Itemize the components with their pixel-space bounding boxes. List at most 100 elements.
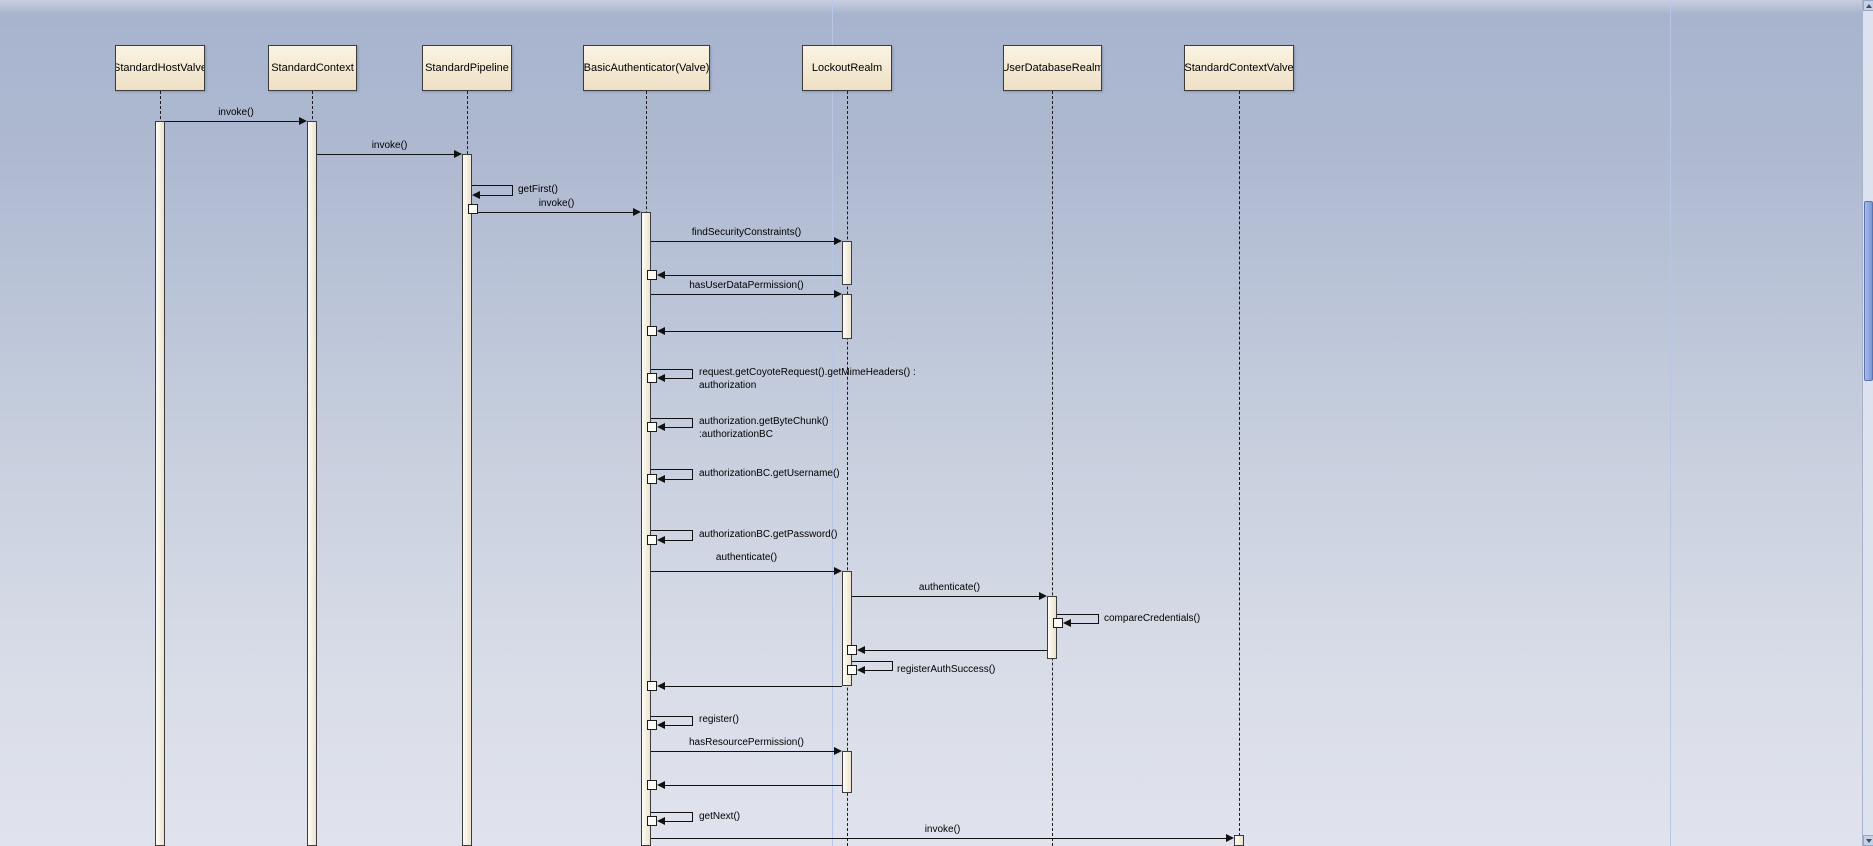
message-line[interactable] [692, 716, 693, 726]
message-line[interactable] [664, 479, 692, 480]
message-line[interactable] [892, 661, 893, 671]
arrowhead-left-icon [657, 721, 665, 729]
message-line[interactable] [651, 838, 1228, 839]
message-line[interactable] [651, 469, 692, 470]
message-line[interactable] [651, 294, 836, 295]
scroll-down-button[interactable] [1863, 835, 1873, 846]
message-line[interactable] [864, 650, 1047, 651]
message-line[interactable] [512, 185, 513, 196]
activation-lockoutrealm-1[interactable] [842, 241, 852, 285]
message-line[interactable] [692, 812, 693, 822]
nested-activation-marker [647, 270, 657, 280]
message-line[interactable] [664, 378, 692, 379]
message-label[interactable]: invoke() [371, 140, 408, 151]
nested-activation-marker [647, 681, 657, 691]
message-label[interactable]: getFirst() [518, 184, 558, 195]
message-line[interactable] [852, 661, 892, 662]
message-line[interactable] [664, 785, 842, 786]
message-label[interactable]: authorization.getByteChunk() :authorizat… [699, 415, 829, 441]
message-line[interactable] [317, 154, 456, 155]
message-label[interactable]: registerAuthSuccess() [897, 664, 996, 675]
lifeline-userdatabaserealm[interactable] [1052, 91, 1053, 846]
message-line[interactable] [692, 418, 693, 428]
message-line[interactable] [1057, 614, 1098, 615]
scroll-down-icon [1865, 838, 1872, 843]
message-label[interactable]: compareCredentials() [1104, 613, 1201, 624]
message-line[interactable] [864, 670, 892, 671]
message-line[interactable] [1098, 614, 1099, 624]
message-line[interactable] [651, 716, 692, 717]
arrowhead-left-icon [657, 327, 665, 335]
message-line[interactable] [472, 185, 512, 186]
activation-standardhostvalve[interactable] [155, 121, 165, 846]
message-line[interactable] [165, 121, 301, 122]
message-label[interactable]: authorizationBC.getUsername() [699, 468, 840, 479]
arrowhead-left-icon [657, 536, 665, 544]
lifeline-head-standardcontextvalve[interactable]: StandardContextValve [1184, 45, 1294, 91]
message-line[interactable] [651, 530, 692, 531]
lifeline-head-standardcontext[interactable]: StandardContext [268, 45, 357, 91]
vertical-scrollbar[interactable] [1862, 0, 1873, 846]
message-label[interactable]: request.getCoyoteRequest().getMimeHeader… [699, 366, 916, 392]
lifeline-head-standardpipeline[interactable]: StandardPipeline [422, 45, 512, 91]
message-line[interactable] [692, 469, 693, 480]
nested-activation-marker [647, 720, 657, 730]
message-line[interactable] [692, 530, 693, 541]
lifeline-name: StandardContextValve [1184, 62, 1294, 74]
message-label[interactable]: invoke() [218, 107, 254, 118]
message-line[interactable] [692, 369, 693, 379]
message-line[interactable] [651, 571, 836, 572]
message-line[interactable] [664, 427, 692, 428]
message-label[interactable]: authenticate() [715, 552, 778, 563]
message-line[interactable] [479, 195, 512, 196]
scroll-up-button[interactable] [1863, 0, 1873, 11]
message-line[interactable] [478, 212, 635, 213]
arrowhead-right-icon [834, 237, 842, 245]
message-label[interactable]: authorizationBC.getPassword() [699, 529, 838, 540]
message-line[interactable] [651, 418, 692, 419]
message-label-line2: :authorizationBC [699, 429, 773, 440]
lifeline-lockoutrealm[interactable] [847, 91, 848, 846]
arrowhead-right-icon [834, 567, 842, 575]
message-label[interactable]: findSecurityConstraints() [691, 227, 802, 238]
message-line[interactable] [664, 821, 692, 822]
message-line[interactable] [664, 331, 842, 332]
activation-basicauthenticator[interactable] [641, 212, 651, 846]
message-line[interactable] [651, 812, 692, 813]
message-label[interactable]: register() [699, 714, 740, 725]
message-label[interactable]: invoke() [538, 198, 575, 209]
message-line[interactable] [852, 596, 1041, 597]
activation-standardpipeline[interactable] [462, 154, 472, 846]
activation-lockoutrealm-2[interactable] [842, 294, 852, 339]
lifeline-head-userdatabaserealm[interactable]: UserDatabaseRealm [1003, 45, 1102, 91]
activation-lockoutrealm-3[interactable] [842, 571, 852, 686]
scrollbar-thumb[interactable] [1864, 201, 1873, 381]
message-line[interactable] [651, 751, 836, 752]
message-line[interactable] [664, 686, 842, 687]
message-label[interactable]: getNext() [699, 811, 741, 822]
message-line[interactable] [664, 725, 692, 726]
activation-standardcontextvalve[interactable] [1234, 835, 1244, 846]
lifeline-head-basicauthenticator[interactable]: BasicAuthenticator(Valve) [583, 45, 710, 91]
lifeline-standardcontextvalve[interactable] [1239, 91, 1240, 846]
page-boundary-line [1670, 0, 1671, 846]
message-label[interactable]: invoke() [924, 824, 961, 835]
message-line[interactable] [664, 275, 842, 276]
activation-lockoutrealm-4[interactable] [842, 751, 852, 793]
message-label[interactable]: authenticate() [918, 582, 981, 593]
message-line[interactable] [651, 369, 692, 370]
lifeline-name: StandardHostValve [115, 62, 205, 74]
message-label[interactable]: hasUserDataPermission() [689, 280, 804, 291]
message-label-line1: authorization.getByteChunk() [699, 416, 829, 427]
message-label[interactable]: hasResourcePermission() [688, 737, 805, 748]
message-line[interactable] [664, 540, 692, 541]
message-line[interactable] [651, 241, 836, 242]
scroll-up-icon [1865, 3, 1872, 8]
activation-standardcontext[interactable] [307, 121, 317, 846]
message-line[interactable] [1070, 623, 1098, 624]
lifeline-head-lockoutrealm[interactable]: LockoutRealm [802, 45, 892, 91]
nested-activation-marker [647, 816, 657, 826]
lifeline-head-standardhostvalve[interactable]: StandardHostValve [115, 45, 205, 91]
message-label-line2: authorization [699, 380, 757, 391]
